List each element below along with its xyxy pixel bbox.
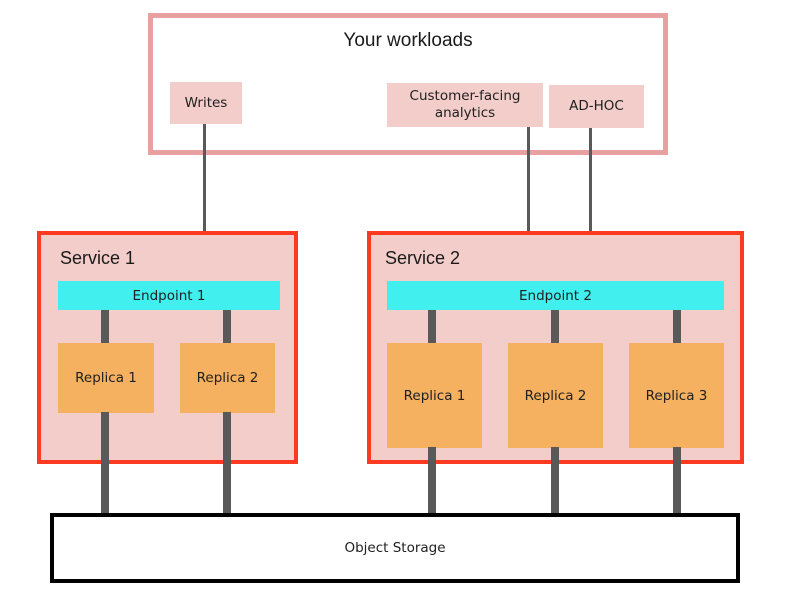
connector-endpoint1-replica2 <box>223 310 231 344</box>
connector-s1replica2-storage <box>223 412 231 518</box>
service-1-replica-1[interactable]: Replica 1 <box>58 343 154 413</box>
service-2-replica-1[interactable]: Replica 1 <box>387 343 482 448</box>
connector-s2replica2-storage <box>551 447 559 518</box>
service-2-label: Service 2 <box>385 248 461 268</box>
service-1-replica-2[interactable]: Replica 2 <box>180 343 275 413</box>
connector-endpoint2-replica3 <box>673 310 681 344</box>
endpoint-2[interactable]: Endpoint 2 <box>387 281 724 310</box>
connector-s2replica3-storage <box>673 447 681 518</box>
arrow-writes-to-endpoint1-line <box>203 124 206 258</box>
service-2-replica-2[interactable]: Replica 2 <box>508 343 603 448</box>
object-storage-box[interactable]: Object Storage <box>50 513 740 583</box>
connector-endpoint1-replica1 <box>101 310 109 344</box>
connector-endpoint2-replica2 <box>551 310 559 344</box>
workload-chip-writes[interactable]: Writes <box>170 82 242 124</box>
connector-s1replica1-storage <box>101 412 109 518</box>
service-1-label: Service 1 <box>60 248 136 268</box>
arrow-analytics-to-endpoint2-line <box>527 127 530 266</box>
workloads-title: Your workloads <box>343 30 473 51</box>
workload-chip-adhoc[interactable]: AD-HOC <box>549 85 644 128</box>
workload-chip-analytics[interactable]: Customer-facing analytics <box>387 83 543 127</box>
arrow-adhoc-to-endpoint2-line <box>589 128 592 266</box>
endpoint-1[interactable]: Endpoint 1 <box>58 281 280 310</box>
connector-endpoint2-replica1 <box>428 310 436 344</box>
connector-s2replica1-storage <box>428 447 436 518</box>
service-2-replica-3[interactable]: Replica 3 <box>629 343 724 448</box>
